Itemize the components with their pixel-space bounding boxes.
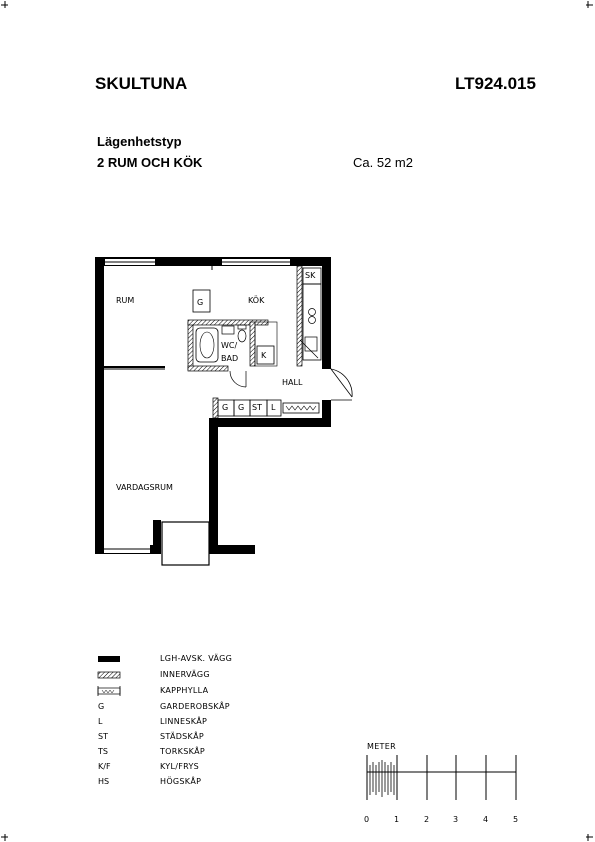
kitchen-counter [302, 283, 322, 361]
toilet-tank [237, 324, 247, 330]
label-hall: HALL [282, 378, 303, 387]
bathtub [195, 327, 219, 363]
label-bad: BAD [221, 354, 239, 363]
crop-mark-bottom-left [1, 834, 8, 841]
wall-hall-bottom [209, 418, 331, 427]
legend-label: HÖGSKÅP [160, 777, 202, 786]
toilet [237, 329, 247, 343]
scale-tick: 0 [364, 815, 370, 824]
k-frame [254, 321, 278, 367]
apartment-type-label: Lägenhetstyp [97, 134, 182, 149]
legend-label: TORKSKÅP [160, 747, 206, 756]
hatched-wall-icon [97, 671, 121, 679]
closet-label: ST [252, 403, 262, 412]
stove-burner-1 [308, 308, 316, 316]
label-kok: KÖK [248, 296, 265, 305]
kitchen-wardrobe [192, 289, 211, 313]
scale-tick: 2 [424, 815, 430, 824]
bath-wall-top [187, 319, 269, 326]
wall-top [95, 257, 331, 266]
bath-wall-bottom [187, 365, 229, 372]
legend-symbol: G [98, 702, 105, 711]
closet-label: G [238, 403, 245, 412]
legend-label: STÄDSKÅP [160, 732, 204, 741]
wall-inner-corner [209, 418, 218, 554]
scale-fine-ticks [369, 760, 395, 797]
closet-label: G [222, 403, 229, 412]
label-rum: RUM [116, 296, 135, 305]
legend-label: KAPPHYLLA [160, 686, 209, 695]
label-kitchen-g: G [197, 298, 204, 307]
hat-shelf-icon [97, 686, 121, 696]
area-name: SKULTUNA [95, 74, 188, 93]
legend-label: INNERVÄGG [160, 670, 210, 679]
entrance-door-leaf [330, 368, 353, 398]
legend-label: GARDEROBSKÅP [160, 702, 230, 711]
hat-shelf [282, 402, 320, 414]
crop-mark-top-left [1, 1, 8, 8]
legend-symbol: HS [98, 777, 110, 786]
apartment-size: Ca. 52 m2 [353, 155, 413, 170]
legend-label: KYL/FRYS [160, 762, 200, 771]
legend-symbol: K/F [98, 762, 111, 771]
wall-bottom-right [209, 545, 255, 554]
wall-right-lower [322, 400, 331, 427]
scale-tick: 5 [513, 815, 519, 824]
scale-label: METER [367, 742, 396, 751]
wall-left [95, 257, 104, 554]
label-k: K [261, 351, 267, 360]
hat-shelf-hooks [285, 405, 317, 411]
legend-symbol: L [98, 717, 103, 726]
scale-tick: 1 [394, 815, 400, 824]
wall-right-upper [322, 257, 331, 369]
label-sk: SK [305, 271, 316, 280]
scale-tick: 4 [483, 815, 489, 824]
stove-burner-2 [308, 316, 316, 324]
hall-closets [217, 399, 320, 417]
bathtub-inner [199, 331, 215, 359]
crop-mark-top-right [586, 1, 593, 8]
label-wc: WC/ [221, 341, 238, 350]
crop-mark-bottom-right [586, 834, 593, 841]
legend-label: LGH-AVSK. VÄGG [160, 654, 233, 663]
closet-label: L [271, 403, 276, 412]
legend-label: LINNESKÅP [160, 717, 208, 726]
windows [104, 259, 290, 553]
washbasin [221, 325, 235, 335]
drawing-number: LT924.015 [455, 74, 536, 93]
scale-tick: 3 [453, 815, 459, 824]
solid-wall-icon [98, 656, 120, 662]
hall-wall-right [296, 265, 303, 367]
legend-symbol: TS [98, 747, 108, 756]
k-box [256, 345, 275, 365]
balcony [161, 521, 210, 566]
label-vardagsrum: VARDAGSRUM [116, 483, 173, 492]
bath-door-arc [229, 370, 247, 388]
wall-balcony-left [153, 520, 161, 554]
interior-walls [104, 265, 303, 419]
apartment-type-value: 2 RUM OCH KÖK [97, 155, 203, 170]
entrance-door-arc [330, 368, 353, 398]
legend-symbol: ST [98, 732, 108, 741]
